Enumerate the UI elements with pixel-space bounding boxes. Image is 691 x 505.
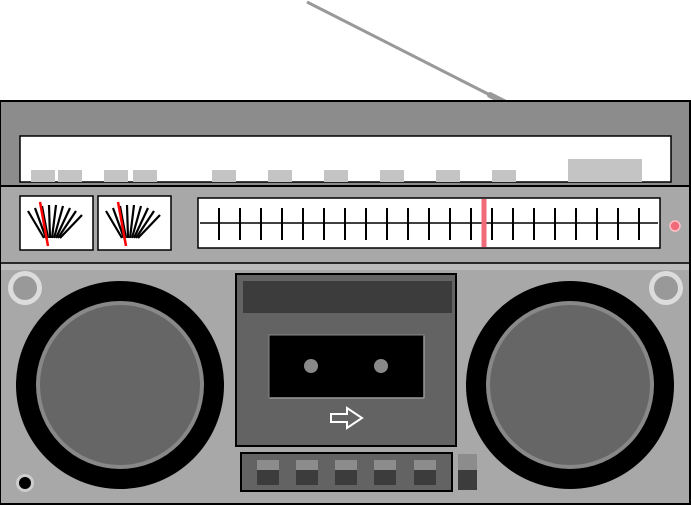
right-vu-needle <box>116 201 128 247</box>
transport-key-2[interactable] <box>296 460 318 485</box>
cassette-deck[interactable] <box>235 273 457 447</box>
top-button-3[interactable] <box>104 170 128 182</box>
cassette-window <box>268 334 425 399</box>
top-button-row[interactable] <box>31 159 642 182</box>
transport-key-1[interactable] <box>257 460 279 485</box>
right-reel <box>374 359 388 373</box>
left-vu-needle <box>38 201 50 247</box>
left-reel <box>304 359 318 373</box>
top-button-10[interactable] <box>492 170 516 182</box>
top-button-4[interactable] <box>133 170 157 182</box>
transport-key-4[interactable] <box>374 460 396 485</box>
power-indicator-light <box>669 220 681 232</box>
top-button-8[interactable] <box>380 170 404 182</box>
transport-key-5[interactable] <box>414 460 436 485</box>
top-button-2[interactable] <box>58 170 82 182</box>
left-speaker <box>16 281 224 489</box>
screw-top-right <box>649 271 683 305</box>
top-button-1[interactable] <box>31 170 55 182</box>
cassette-label-area <box>243 281 452 313</box>
left-vu-meter <box>19 195 94 251</box>
tuner-scale <box>218 208 640 240</box>
right-vu-meter <box>97 195 172 251</box>
top-button-7[interactable] <box>324 170 348 182</box>
top-button-9[interactable] <box>436 170 460 182</box>
transport-key-3[interactable] <box>335 460 357 485</box>
pause-switch[interactable] <box>458 454 477 490</box>
right-speaker <box>466 281 674 489</box>
top-button-5[interactable] <box>212 170 236 182</box>
tuner-dial[interactable] <box>197 197 661 249</box>
headphone-jack[interactable] <box>16 474 34 492</box>
top-button-6[interactable] <box>268 170 292 182</box>
screw-top-left <box>8 271 42 305</box>
transport-keys[interactable] <box>240 452 453 492</box>
tuner-marker[interactable] <box>481 199 487 247</box>
eject-arrow-icon[interactable] <box>330 406 364 430</box>
band-selector-button[interactable] <box>568 159 642 182</box>
